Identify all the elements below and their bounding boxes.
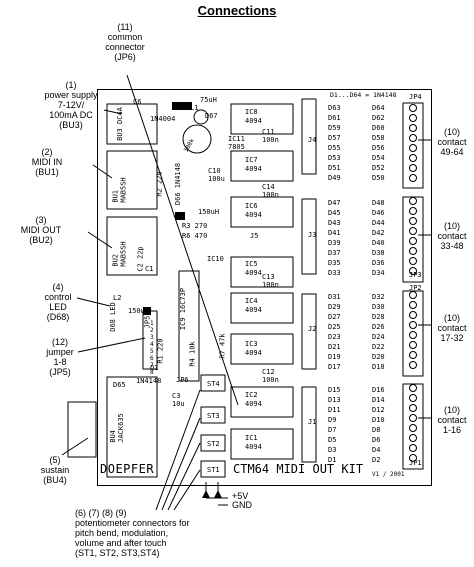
d67-ref: D67 bbox=[205, 112, 218, 120]
l1-ref: L1 bbox=[190, 104, 199, 112]
j5-label: J5 bbox=[250, 232, 259, 240]
q1-label: Q1 bbox=[150, 364, 159, 372]
bu3-label: BU3 DC4A bbox=[115, 107, 124, 141]
sustain-jack-body bbox=[67, 401, 97, 458]
header-pins bbox=[409, 104, 417, 462]
diode-note: D1...D64 = 1N4148 bbox=[330, 91, 397, 99]
jp4-label: JP4 bbox=[409, 93, 422, 101]
callout-midi-in: (2)MIDI IN(BU1) bbox=[31, 147, 63, 177]
board-version: V1 / 2001 bbox=[372, 471, 405, 478]
page-title: Connections bbox=[197, 3, 277, 18]
c6-ref: C6 bbox=[133, 98, 142, 106]
st2-label: ST2 bbox=[207, 440, 220, 448]
board-name: CTM64 MIDI OUT KIT bbox=[233, 462, 364, 476]
st1-label: ST1 bbox=[207, 466, 220, 474]
board-brand: DOEPFER bbox=[100, 462, 155, 476]
r4: R4 10k bbox=[188, 341, 197, 367]
pcb-layout bbox=[106, 98, 424, 478]
c2: C2 22p bbox=[136, 246, 145, 272]
j2-label: J2 bbox=[308, 325, 317, 333]
d65-ref: D65 bbox=[113, 381, 126, 389]
r1: R1 220 bbox=[156, 338, 165, 364]
ic10-label: IC10 bbox=[207, 255, 224, 263]
label-plus-5v: +5V bbox=[232, 491, 249, 501]
jp2-label: JP2 bbox=[409, 284, 422, 292]
l1-value: 75uH bbox=[200, 96, 217, 104]
ic9-label: IC9 16C73P bbox=[179, 287, 188, 331]
d65-value: 1N4148 bbox=[136, 377, 162, 385]
j1-label: J1 bbox=[308, 418, 317, 426]
callout-sustain: (5)sustain(BU4) bbox=[40, 455, 70, 485]
callout-midi-out: (3)MIDI OUT(BU2) bbox=[20, 215, 62, 245]
r6: R6 470 bbox=[182, 232, 208, 240]
jp3-label: JP3 bbox=[409, 271, 422, 279]
jp6-label: JP6 bbox=[176, 376, 189, 384]
r7: R7 47k bbox=[218, 333, 227, 359]
callout-potentiometer-connectors: (6) (7) (8) (9)potentiometer connectors … bbox=[75, 508, 190, 558]
d67-value: 1N4004 bbox=[150, 115, 176, 123]
c1-ref: C1 bbox=[145, 265, 154, 273]
r3: R3 270 bbox=[182, 222, 208, 230]
label-gnd: GND bbox=[232, 500, 252, 510]
j3-label: J3 bbox=[308, 231, 317, 239]
st4-label: ST4 bbox=[207, 380, 220, 388]
jp1-label: JP1 bbox=[409, 459, 422, 467]
l2-value: 150uH bbox=[128, 307, 150, 315]
l2-ref: L2 bbox=[113, 294, 122, 302]
pcb-outline bbox=[97, 89, 432, 486]
c7-value: 150uH bbox=[198, 208, 220, 216]
j4-label: J4 bbox=[308, 136, 317, 144]
d68-label: D68 LED bbox=[108, 302, 117, 332]
d66: D66 1N4148 bbox=[174, 162, 183, 206]
st3-label: ST3 bbox=[207, 412, 220, 420]
r2: R2 220 bbox=[155, 171, 164, 197]
